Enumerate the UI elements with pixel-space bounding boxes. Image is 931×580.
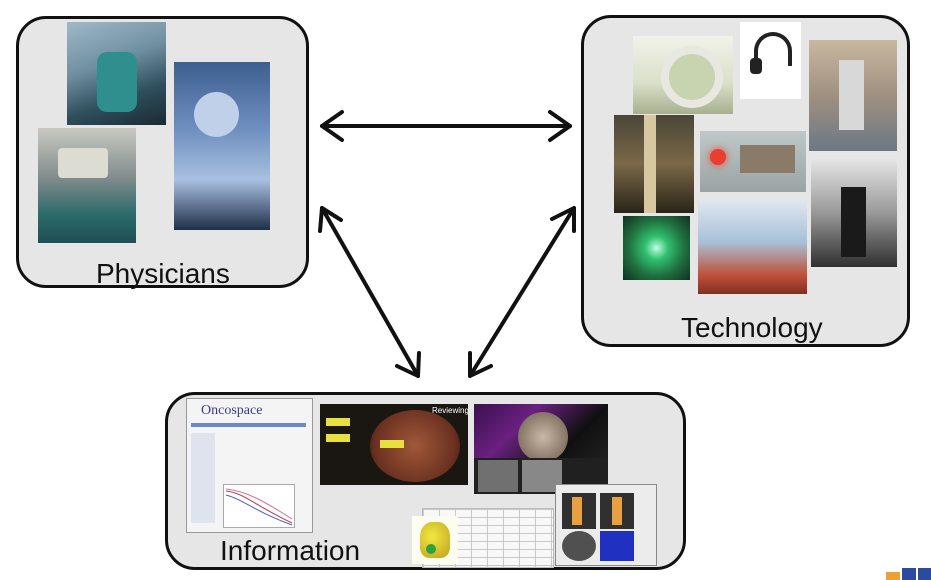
retina-video-screenshot: Reviewing <box>320 404 468 485</box>
oncospace-screenshot: Oncospace <box>186 398 313 533</box>
technology-information-arrow <box>468 206 576 378</box>
bone-model-photo <box>412 516 458 564</box>
physicians-label: Physicians <box>96 258 230 289</box>
logo-icon <box>886 568 931 580</box>
physicians-information-arrow <box>320 206 420 378</box>
oncospace-title: Oncospace <box>201 403 263 418</box>
laser-device-photo <box>700 131 806 192</box>
robotic-system-photo <box>811 157 897 267</box>
reviewing-label: Reviewing <box>432 406 468 415</box>
robot-arm-photo <box>809 40 897 151</box>
surgeon-microscope-photo <box>38 128 136 243</box>
information-label: Information <box>220 535 361 566</box>
surgeon-console-photo <box>67 22 166 125</box>
headset-icon <box>740 22 801 99</box>
fiber-cable-photo <box>614 115 694 213</box>
survival-curves-thumb <box>225 488 293 526</box>
dose-grid-screenshot <box>555 484 657 566</box>
technology-label: Technology <box>681 312 823 343</box>
surgeon-gowned-photo <box>174 62 270 230</box>
green-light-photo <box>623 216 690 280</box>
surgical-field-photo <box>698 200 807 294</box>
ct-scanner-photo <box>633 36 733 114</box>
